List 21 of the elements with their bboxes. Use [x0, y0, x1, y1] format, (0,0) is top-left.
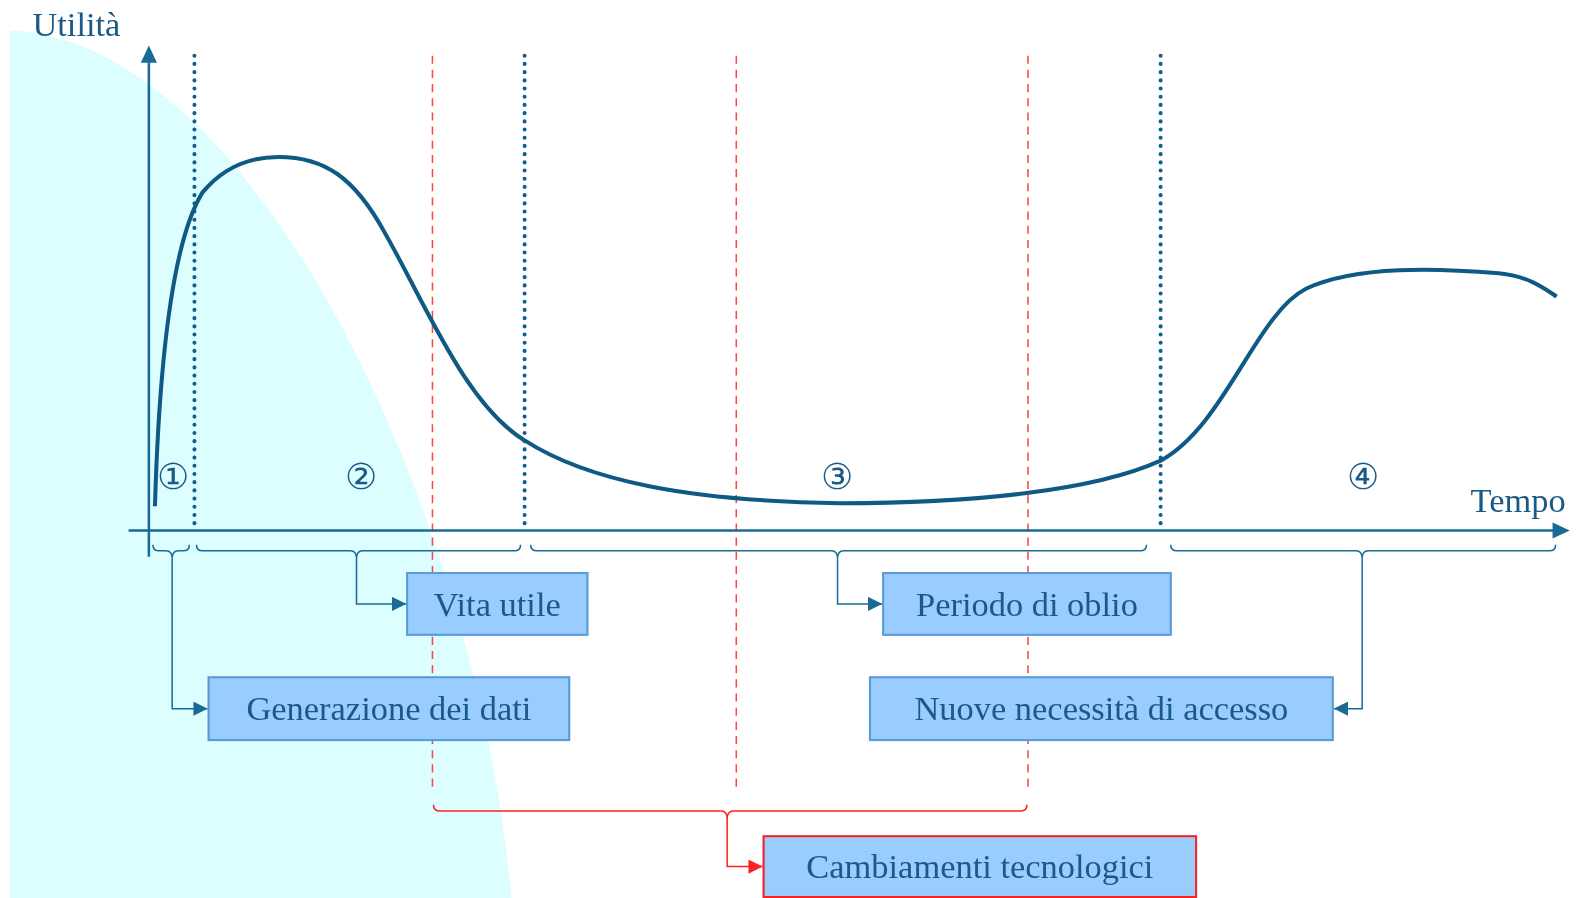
curly-bracket: [432, 804, 1028, 820]
arrow: [1333, 558, 1363, 716]
axis-title: Tempo: [1470, 483, 1566, 519]
phase-number: ②: [345, 458, 378, 496]
arrow: [836, 558, 883, 611]
phase-number: ③: [821, 458, 854, 496]
arrow: [726, 818, 764, 874]
label-box: Periodo di oblio: [882, 572, 1172, 636]
phase-number: ④: [1346, 458, 1380, 496]
curly-bracket: [1169, 544, 1557, 559]
phase-number: ①: [157, 458, 190, 496]
label-box: Vita utile: [406, 572, 589, 636]
arrow: [171, 558, 209, 716]
label-box: Generazione dei dati: [207, 676, 571, 742]
label-box: Nuove necessità di accesso: [868, 676, 1334, 742]
axis-title: Utilità: [32, 8, 121, 43]
curly-bracket: [529, 544, 1148, 559]
arrow: [355, 558, 407, 611]
curly-bracket: [151, 544, 191, 559]
curly-bracket: [195, 544, 522, 559]
label-box: Cambiamenti tecnologici: [762, 835, 1198, 898]
